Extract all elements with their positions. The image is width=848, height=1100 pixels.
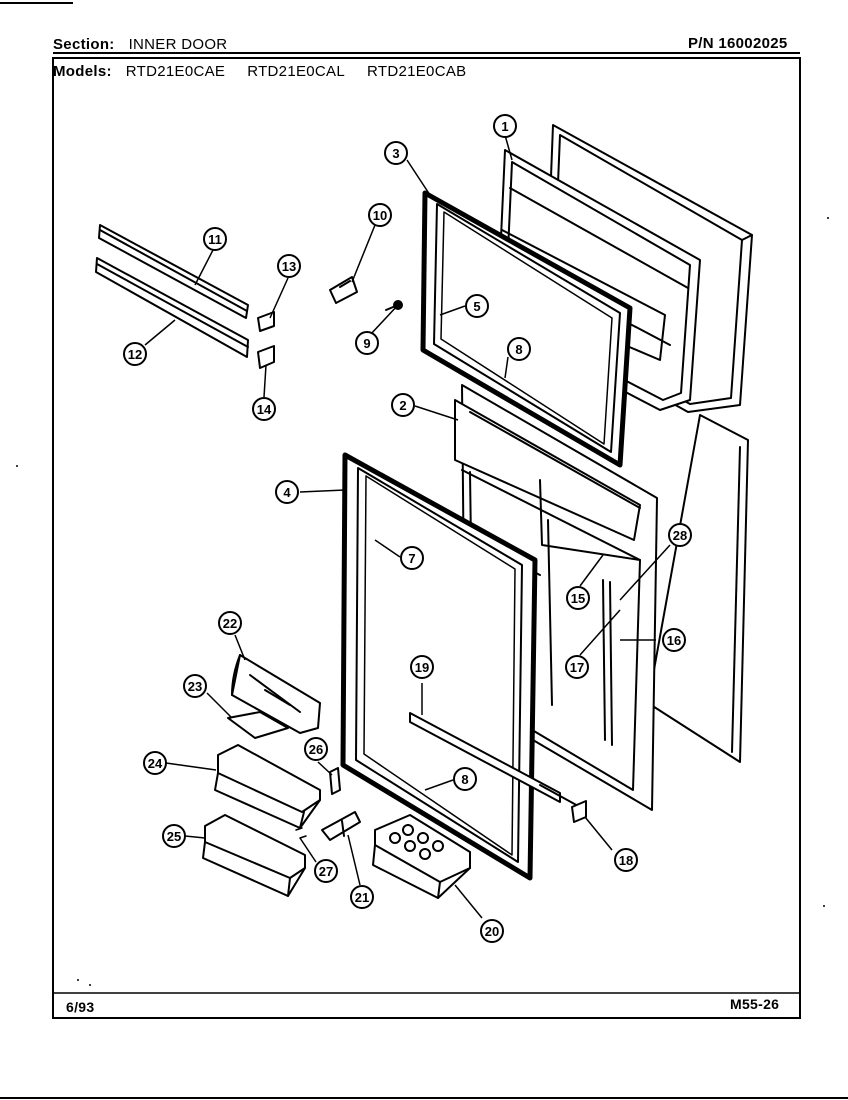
callout-label: 8: [515, 342, 522, 357]
callout-13: [277, 254, 301, 278]
callout-16: [662, 628, 686, 652]
callout-14: [252, 397, 276, 421]
callout-18: [614, 848, 638, 872]
callout-24: [143, 751, 167, 775]
dairy-floor-23: [227, 711, 289, 739]
freezer-door-gasket: [420, 190, 633, 468]
callout-label: 3: [392, 146, 399, 161]
model-3: RTD21E0CAB: [367, 63, 467, 80]
callout-15: [566, 586, 590, 610]
callout-label: 18: [619, 853, 633, 868]
callout-label: 24: [148, 756, 163, 771]
part-27-marks: [295, 827, 307, 839]
callout-label: 26: [309, 742, 323, 757]
door-shelf-24: [214, 744, 321, 829]
fresh-food-door-gasket: [340, 452, 538, 881]
callout-label: 28: [673, 528, 687, 543]
callout-label: 7: [408, 551, 415, 566]
callout-28: [668, 523, 692, 547]
callout-label: 16: [667, 633, 681, 648]
trim-strip-12: [95, 257, 249, 358]
callout-25: [162, 824, 186, 848]
callout-label: 19: [415, 660, 429, 675]
callout-10: [368, 203, 392, 227]
bracket-26: [329, 767, 341, 795]
callout-1: [493, 114, 517, 138]
callout-3: [384, 141, 408, 165]
part-number: P/N 16002025: [688, 35, 788, 52]
dairy-door-22: [231, 654, 321, 734]
callout-label: 15: [571, 591, 585, 606]
callout-12: [123, 342, 147, 366]
callout-label: 2: [399, 398, 406, 413]
callout-label: 13: [282, 259, 296, 274]
section-header: Section: INNER DOOR: [53, 36, 227, 53]
callout-26: [304, 737, 328, 761]
models-header: Models: RTD21E0CAE RTD21E0CAL RTD21E0CAB: [53, 63, 488, 80]
corner-rule: [0, 2, 73, 4]
callout-label: 27: [319, 864, 333, 879]
end-cap-14: [257, 345, 275, 369]
callout-22: [218, 611, 242, 635]
footer-code: M55-26: [730, 996, 780, 1012]
bracket-21: [321, 811, 361, 841]
callout-20: [480, 919, 504, 943]
callout-label: 22: [223, 616, 237, 631]
callout-19: [410, 655, 434, 679]
callout-label: 11: [208, 232, 222, 247]
callout-label: 10: [373, 208, 387, 223]
section-label: Section:: [53, 36, 115, 53]
callout-label: 23: [188, 679, 202, 694]
callout-11: [203, 227, 227, 251]
callout-8-top: [507, 337, 531, 361]
callout-label: 4: [283, 485, 291, 500]
callout-2: [391, 393, 415, 417]
part-10-clip: [329, 276, 358, 304]
callout-labels: 1 3 10 11 13 12 14 9 5 8 2 4 7 28 15 16 …: [128, 119, 687, 939]
diagram-border: [52, 57, 801, 1019]
model-1: RTD21E0CAE: [125, 63, 226, 80]
leader-lines: [144, 134, 671, 919]
callout-5: [465, 294, 489, 318]
footer-date: 6/93: [66, 999, 95, 1015]
fresh-food-outer-panel: [647, 414, 749, 763]
door-shelf-25: [202, 814, 306, 897]
callout-7: [400, 546, 424, 570]
models-label: Models:: [53, 63, 112, 80]
callout-label: 5: [473, 299, 480, 314]
callout-label: 14: [257, 402, 272, 417]
callout-4: [275, 480, 299, 504]
section-value: INNER DOOR: [128, 36, 228, 53]
callout-label: 8: [461, 772, 468, 787]
callout-label: 25: [167, 829, 181, 844]
egg-bin-20: [372, 814, 471, 899]
callout-23: [183, 674, 207, 698]
clip-18: [571, 800, 587, 823]
callout-17: [565, 655, 589, 679]
callout-label: 21: [355, 890, 369, 905]
scan-specks: [16, 217, 829, 986]
callout-label: 20: [485, 924, 499, 939]
callout-label: 17: [570, 660, 584, 675]
model-2: RTD21E0CAL: [247, 63, 345, 80]
callout-9: [355, 331, 379, 355]
callout-label: 12: [128, 347, 142, 362]
callouts: [123, 114, 692, 943]
callout-21: [350, 885, 374, 909]
door-bar-19: [409, 712, 561, 803]
callout-8-bottom: [453, 767, 477, 791]
callout-label: 1: [501, 119, 508, 134]
callout-label: 9: [363, 336, 370, 351]
callout-27: [314, 859, 338, 883]
